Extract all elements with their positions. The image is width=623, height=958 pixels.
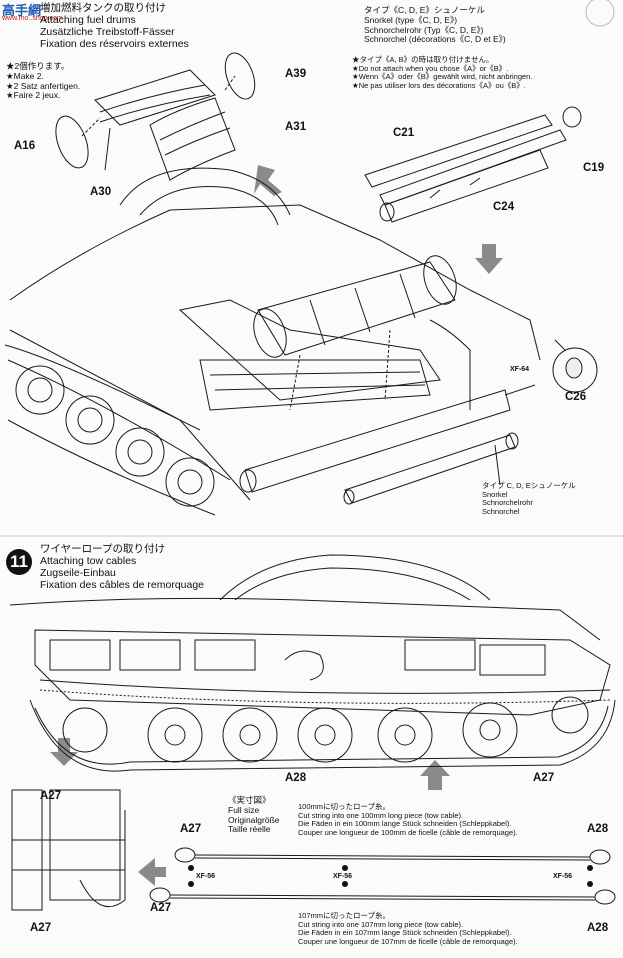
part-a16: A16 (14, 140, 36, 152)
site-logo: 高手網 (2, 3, 42, 18)
heading-de: Zusätzliche Treibstoff-Fässer (40, 26, 175, 39)
snorkel-label-ja: タイプ C, D, Eシュノーケル (482, 481, 576, 490)
part-a27-rear-top: A27 (40, 790, 62, 802)
part-c26: C26 (565, 391, 587, 403)
step10-heading: 増加燃料タンクの取り付け Attaching fuel drums Zusätz… (40, 2, 189, 50)
tank-side-view (9, 554, 611, 716)
cable107-fr: Couper une longueur de 107mm de ficelle … (298, 936, 518, 946)
tow-cable-107mm (149, 887, 616, 905)
part-a30: A30 (90, 186, 112, 198)
heading-ja: ワイヤーロープの取り付け (40, 543, 166, 555)
paint-xf56-left: XF-56 (196, 873, 216, 880)
snorkel-note-fr: ★Ne pas utiliser lors des décorations《A》… (352, 80, 526, 90)
heading-fr: Fixation des câbles de remorquage (40, 579, 205, 592)
cable100-fr: Couper une longueur de 100mm de ficelle … (298, 827, 518, 837)
step11-heading: ワイヤーロープの取り付け Attaching tow cables Zugsei… (40, 543, 204, 591)
heading-ja: 増加燃料タンクの取り付け (40, 2, 166, 14)
step-number: 11 (6, 549, 32, 575)
site-url: www.mo..shop.com (2, 15, 63, 22)
snorkel-heading-fr: Schnorchel (décorations《C, D et E》) (364, 34, 506, 45)
snorkel-label-de: Schnorchelrohr (482, 498, 533, 508)
part-a27-rear-bottom: A27 (30, 922, 52, 934)
fullsize-en: Full size (228, 804, 260, 815)
note-en: ★Make 2. (6, 70, 44, 81)
rear-detail-view (11, 789, 126, 911)
snorkel-label-fr: Schnorchel (482, 506, 520, 516)
tow-cable-100mm (174, 847, 611, 865)
paint-xf56-right: XF-56 (553, 873, 573, 880)
cable100-en: Cut string into one 100mm long piece (to… (298, 810, 464, 820)
fullsize-ja: 《実寸図》 (228, 795, 271, 805)
snorkel-label: タイプ C, D, Eシュノーケル Snorkel Schnorchelrohr… (482, 481, 576, 517)
tank-wheels-top (7, 359, 231, 516)
cable107-ja: 107mmに切ったロープ糸。 (298, 911, 391, 920)
part-c24: C24 (493, 201, 515, 213)
snorkel-note-de: ★Wenn《A》oder《B》gewählt wird, nicht anbri… (352, 72, 533, 82)
make-two-note: ★2個作ります。 ★Make 2. ★2 Satz anfertigen. ★F… (6, 61, 81, 101)
c26-callout (504, 339, 598, 396)
paint-xf56-mid: XF-56 (333, 873, 353, 880)
note-ja: ★2個作ります。 (6, 61, 70, 71)
snorkel-mounted (239, 389, 519, 505)
snorkel-label-en: Snorkel (482, 489, 508, 499)
note-de: ★2 Satz anfertigen. (6, 80, 81, 91)
heading-de: Zugseile-Einbau (40, 567, 116, 580)
track-and-wheels-side (29, 696, 616, 772)
snorkel-heading-en: Snorkel (type《C, D, E》) (364, 14, 458, 25)
part-c19: C19 (583, 162, 605, 174)
tank-hull-top (4, 167, 541, 501)
part-a28-cable2: A28 (587, 922, 609, 934)
cable107-de: Die Fäden in ein 107mm lange Stück schne… (298, 928, 512, 938)
cable100-de: Die Fäden in ein 100mm lange Stück schne… (298, 819, 512, 829)
fullsize-de: Originalgröße (228, 814, 280, 825)
part-a27-cable2: A27 (150, 902, 172, 914)
cable100-ja: 100mmに切ったロープ糸。 (298, 802, 391, 811)
assembly-arrows (50, 165, 503, 886)
full-size-label: 《実寸図》 Full size Originalgröße Taille rée… (228, 795, 280, 835)
snorkel-parts (364, 106, 582, 223)
snorkel-note-ja: ★タイプ《A, B》の時は取り付けません。 (352, 55, 494, 64)
paint-xf64: XF-64 (510, 366, 530, 373)
snorkel-heading: タイプ《C, D, E》シュノーケル Snorkel (type《C, D, E… (364, 5, 506, 45)
snorkel-notes: ★タイプ《A, B》の時は取り付けません。 ★Do not attach whe… (352, 55, 533, 91)
part-a28-cable1: A28 (587, 823, 609, 835)
snorkel-heading-ja: タイプ《C, D, E》シュノーケル (364, 5, 485, 15)
cable-100mm-note: 100mmに切ったロープ糸。 Cut string into one 100mm… (298, 802, 518, 838)
part-a31: A31 (285, 121, 307, 133)
paint-dots (188, 865, 593, 887)
part-a27-cable1: A27 (180, 823, 202, 835)
heading-en: Attaching fuel drums (40, 14, 136, 27)
note-fr: ★Faire 2 jeux. (6, 90, 61, 101)
fullsize-fr: Taille réelle (228, 824, 271, 835)
part-c21: C21 (393, 127, 415, 139)
heading-en: Attaching tow cables (40, 555, 137, 568)
snorkel-heading-de: Schnorchelrohr (Typ《C, D, E》) (364, 24, 484, 35)
fuel-drum-subassembly (55, 52, 256, 181)
heading-fr: Fixation des réservoirs externes (40, 38, 189, 51)
snorkel-note-en: ★Do not attach when you chose《A》or《B》. (352, 63, 509, 73)
cable107-en: Cut string into one 107mm long piece (to… (298, 919, 464, 929)
fuel-drums-mounted (253, 255, 457, 411)
part-a28-side: A28 (285, 772, 307, 784)
part-a27-side: A27 (533, 772, 555, 784)
part-a39: A39 (285, 68, 307, 80)
cable-107mm-note: 107mmに切ったロープ糸。 Cut string into one 107mm… (298, 911, 518, 947)
